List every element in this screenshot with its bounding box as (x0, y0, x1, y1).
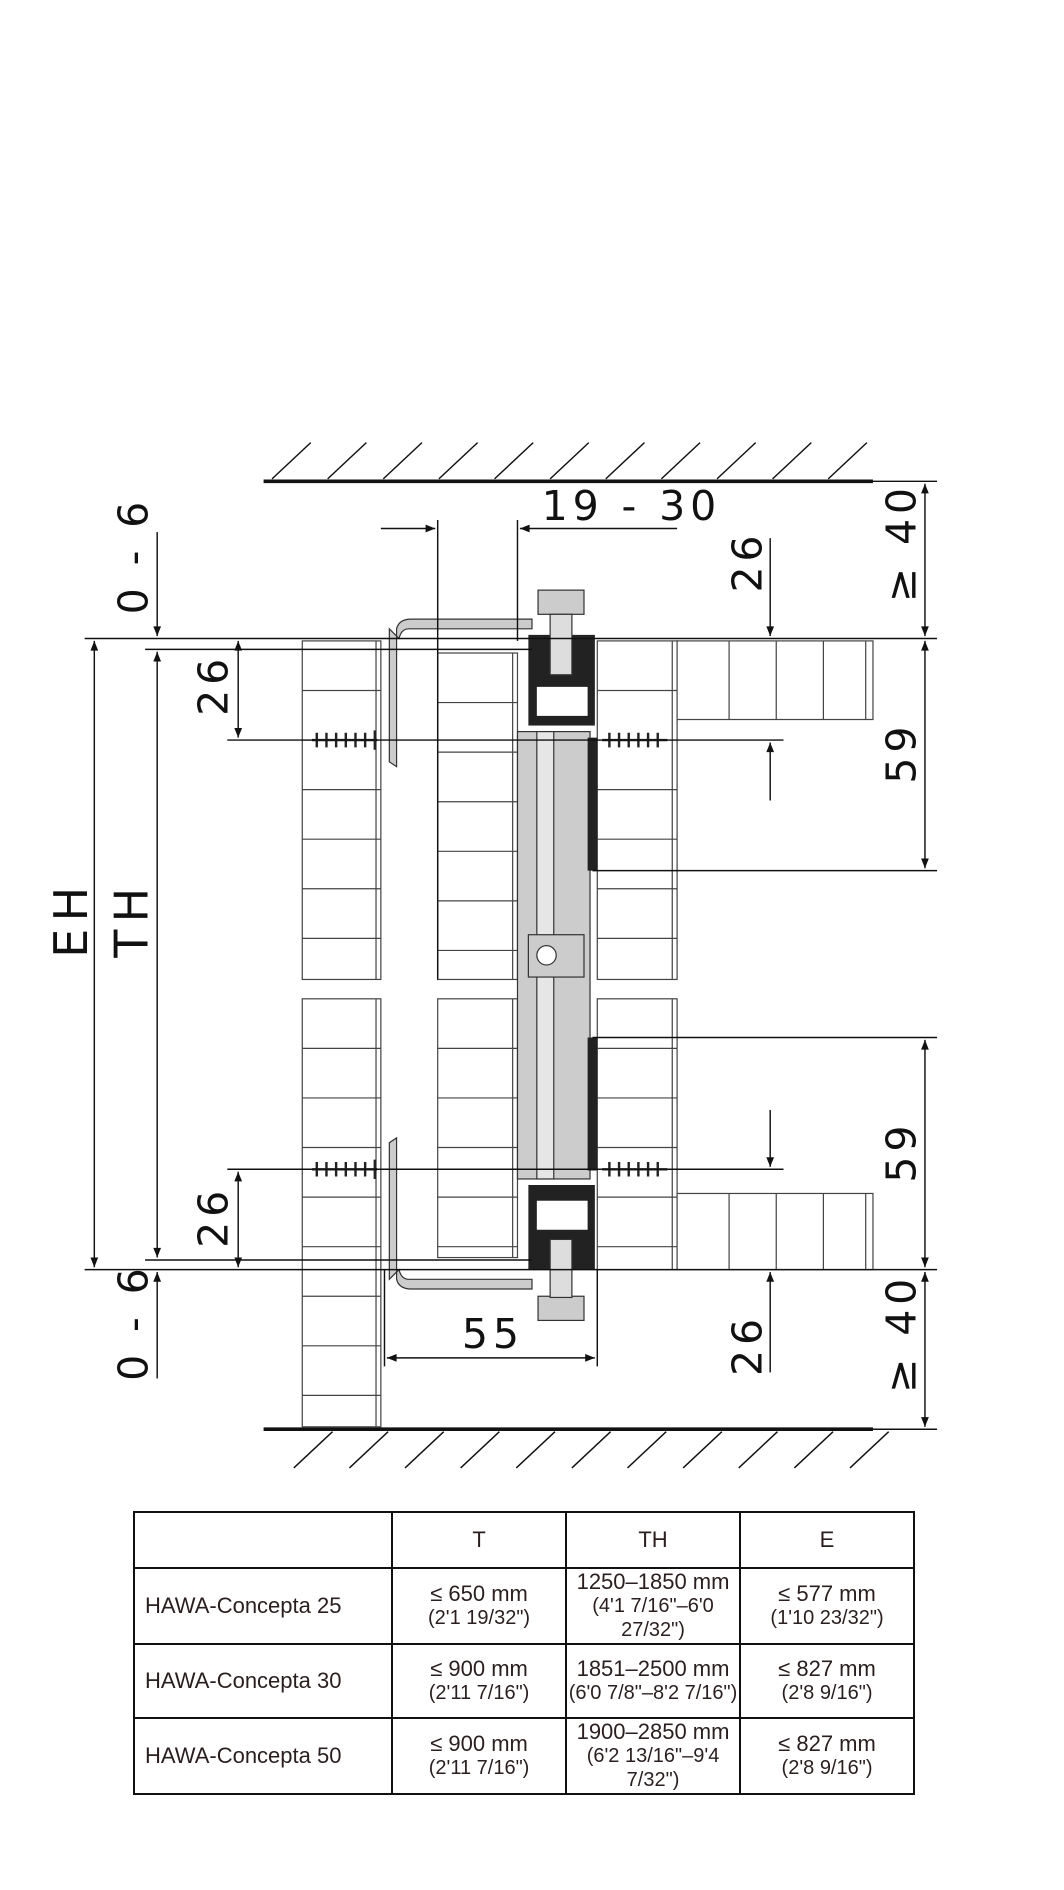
metric: 1250–1850 mm (576, 1569, 730, 1594)
door-panels (301, 640, 874, 1428)
hatch-line (293, 1431, 333, 1469)
hatch-line (571, 1431, 612, 1469)
top-bolt (549, 613, 573, 676)
label-eh: EH (44, 880, 98, 958)
bottom-guide-rail (587, 1037, 598, 1171)
hatch-line (627, 1431, 667, 1469)
hatch-line (382, 442, 423, 480)
header-t: T (391, 1511, 568, 1569)
imperial: (2'11 7/16") (428, 1757, 530, 1779)
dim-clear-top: ≥ 40 (877, 483, 925, 602)
row-name: HAWA-Concepta 50 (132, 1717, 394, 1795)
dimensions-table: T TH E HAWA-Concepta 25 ≤ 650 mm(2'1 19/… (132, 1511, 915, 1795)
dim-screw-left-top: 26 (189, 654, 237, 716)
header-e: E (739, 1511, 915, 1569)
imperial: (2'11 7/16") (428, 1682, 530, 1704)
cell-t: ≤ 650 mm(2'1 19/32") (391, 1567, 568, 1645)
wall-hatching (271, 442, 890, 1469)
table-row: HAWA-Concepta 25 ≤ 650 mm(2'1 19/32") 12… (132, 1567, 915, 1645)
dim-clear-bottom: ≥ 40 (877, 1274, 925, 1393)
imperial: (6'0 7/8"–8'2 7/16") (568, 1682, 738, 1704)
dim-screw-right-top: 26 (724, 531, 772, 593)
metric: 1900–2850 mm (576, 1719, 730, 1744)
metric: ≤ 577 mm (778, 1581, 876, 1606)
cell-th: 1851–2500 mm(6'0 7/8"–8'2 7/16") (565, 1643, 742, 1719)
dim-offset-bottom: 0 - 6 (110, 1263, 158, 1380)
hatch-line (738, 1431, 778, 1469)
imperial: (6'2 13/16"–9'4 7/32") (586, 1745, 720, 1791)
hatch-line (682, 1431, 723, 1469)
dim-track-top: 59 (877, 722, 925, 784)
hex-bolt-icon (536, 945, 557, 966)
header-empty (132, 1511, 394, 1569)
table-row: HAWA-Concepta 30 ≤ 900 mm(2'11 7/16") 18… (132, 1643, 915, 1719)
cell-e: ≤ 827 mm(2'8 9/16") (739, 1717, 915, 1795)
hatch-line (327, 442, 367, 480)
hatch-line (772, 442, 812, 480)
dimension-lines (84, 480, 938, 1430)
cell-th: 1250–1850 mm(4'1 7/16"–6'0 27/32") (565, 1567, 742, 1645)
hatch-line (438, 442, 479, 480)
hardware (311, 589, 668, 1322)
imperial: (4'1 7/16"–6'0 27/32") (592, 1595, 714, 1641)
metric: 1851–2500 mm (576, 1656, 730, 1681)
hatch-line (660, 442, 701, 480)
wall-stub (676, 1192, 874, 1271)
dim-screw-left-bottom: 26 (189, 1186, 237, 1248)
hatch-line (404, 1431, 445, 1469)
table-header-row: T TH E (132, 1511, 915, 1569)
door-panel (596, 640, 678, 981)
cell-t: ≤ 900 mm(2'11 7/16") (391, 1717, 568, 1795)
imperial: (2'1 19/32") (428, 1607, 531, 1629)
door-panel (301, 998, 382, 1428)
hatch-line (793, 1431, 834, 1469)
header-th: TH (565, 1511, 742, 1569)
wall-stub (676, 640, 874, 721)
door-panel (437, 652, 519, 981)
hatch-line (849, 1431, 890, 1469)
hatch-line (549, 442, 590, 480)
imperial: (2'8 9/16") (781, 1682, 873, 1704)
imperial: (2'8 9/16") (781, 1757, 873, 1779)
cell-e: ≤ 577 mm(1'10 23/32") (739, 1567, 915, 1645)
hatch-line (348, 1431, 389, 1469)
cell-t: ≤ 900 mm(2'11 7/16") (391, 1643, 568, 1719)
hatch-line (827, 442, 868, 480)
hatch-line (605, 442, 645, 480)
top-roller (536, 686, 588, 716)
row-name: HAWA-Concepta 25 (132, 1567, 394, 1645)
dim-screw-right-bottom: 26 (724, 1314, 772, 1376)
dim-track-bottom: 59 (877, 1121, 925, 1183)
metric: ≤ 650 mm (430, 1581, 528, 1606)
dim-offset-top: 0 - 6 (110, 497, 158, 614)
hatch-line (494, 442, 534, 480)
hatch-line (716, 442, 757, 480)
metric: ≤ 900 mm (430, 1656, 528, 1681)
label-th: TH (105, 881, 159, 959)
door-panel (596, 998, 678, 1271)
bottom-bolt (549, 1238, 573, 1299)
cell-th: 1900–2850 mm(6'2 13/16"–9'4 7/32") (565, 1717, 742, 1795)
hatch-line (515, 1431, 556, 1469)
table-row: HAWA-Concepta 50 ≤ 900 mm(2'11 7/16") 19… (132, 1717, 915, 1795)
row-name: HAWA-Concepta 30 (132, 1643, 394, 1719)
metric: ≤ 900 mm (430, 1731, 528, 1756)
imperial: (1'10 23/32") (770, 1607, 884, 1629)
bottom-bracket (388, 1136, 533, 1290)
bottom-bolt-head (537, 1295, 585, 1322)
top-guide-rail (587, 737, 598, 871)
door-panel (301, 640, 382, 981)
door-panel (437, 998, 519, 1259)
bottom-roller (536, 1200, 588, 1230)
cell-e: ≤ 827 mm(2'8 9/16") (739, 1643, 915, 1719)
metric: ≤ 827 mm (778, 1731, 876, 1756)
top-bolt-head (537, 589, 585, 615)
top-bracket (388, 618, 533, 768)
dim-gap-top: 19 - 30 (542, 482, 721, 530)
metric: ≤ 827 mm (778, 1656, 876, 1681)
hatch-line (271, 442, 312, 480)
dim-width-bottom: 55 (462, 1310, 524, 1358)
hatch-line (460, 1431, 500, 1469)
